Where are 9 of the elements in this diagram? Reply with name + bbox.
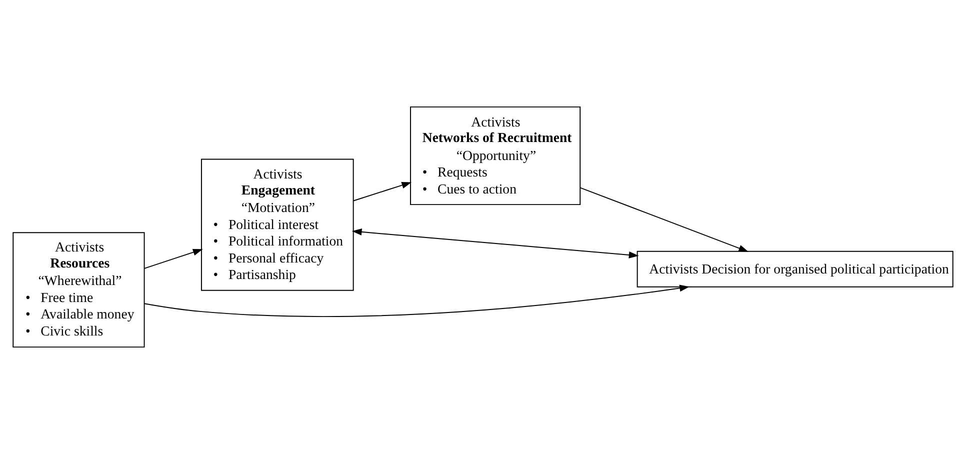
node-box: Activists Networks of Recruitment “Opportunity” • Requests • Cues to action (410, 106, 581, 205)
node-box: Activists Decision for organised political participation (636, 250, 954, 287)
arrow (352, 228, 639, 258)
arrow (144, 284, 690, 317)
node-box: Activists Resources “Wherewithal” • Free time • Available money • Civic skills (12, 232, 145, 348)
node-box: Activists Engagement “Motivation” • Political interest • Political information • Personal efficacy • Partisanship (200, 158, 354, 290)
arrow (580, 186, 749, 252)
arrow (353, 181, 412, 201)
arrow (144, 248, 203, 268)
